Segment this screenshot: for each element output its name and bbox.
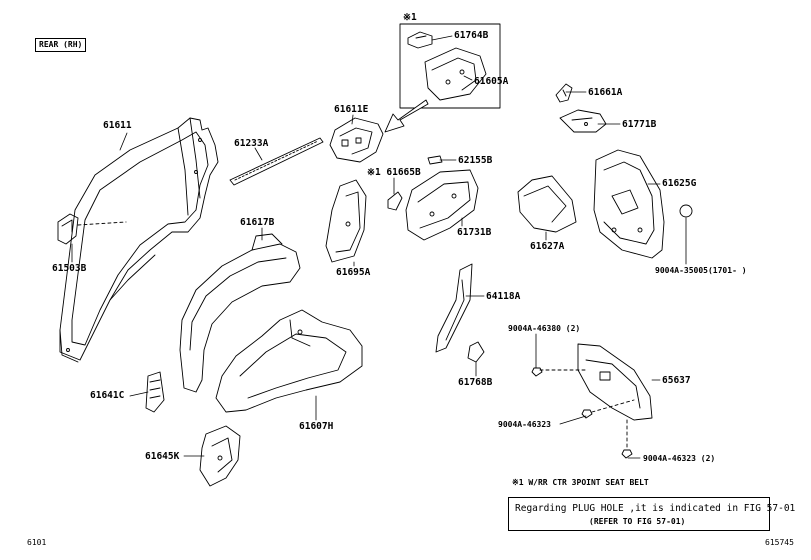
part-61661A-clip: [555, 83, 573, 103]
note-box: Regarding PLUG HOLE ,it is indicated in …: [508, 497, 795, 531]
part-61607H-wheelhouse: [215, 309, 363, 413]
part-61771B-bracket: [559, 109, 607, 133]
label-9004A-46323-b: 9004A-46323 (2): [643, 454, 716, 463]
bolt-icon: [531, 367, 543, 377]
label-61605A: 61605A: [474, 76, 509, 87]
part-61645K-bracket: [199, 425, 241, 487]
part-61611E-panel: [329, 117, 384, 163]
part-61665B-bracket: [387, 191, 403, 211]
label-61771B: 61771B: [622, 119, 657, 130]
note-line-1: Regarding PLUG HOLE ,it is indicated in …: [515, 503, 796, 514]
part-61617B-wheelhouse: [179, 233, 301, 393]
label-9004A-46380: 9004A-46380 (2): [508, 324, 581, 333]
label-61764B: 61764B: [454, 30, 489, 41]
label-61645K: 61645K: [145, 451, 180, 462]
label-61625G: 61625G: [662, 178, 697, 189]
label-9004A-46323-a: 9004A-46323: [498, 420, 551, 429]
part-61627A-panel: [517, 175, 577, 233]
part-61625G-panel: [593, 149, 665, 259]
bolt-icon: [621, 449, 633, 459]
label-61665B: ※1 61665B: [367, 167, 421, 178]
part-62155B-clip: [427, 155, 443, 165]
label-9004A-35005: 9004A-35005(1701- ): [655, 266, 747, 275]
footer-left-code: 6101: [27, 538, 47, 547]
footer-right-code: 615745: [765, 538, 794, 547]
note-line-2: (REFER TO FIG 57-01): [589, 517, 686, 526]
region-tag: REAR (RH): [35, 38, 87, 52]
part-65637-panel: [577, 343, 653, 421]
leader-lines: [71, 35, 687, 459]
label-65637: 65637: [662, 375, 691, 386]
label-61641C: 61641C: [90, 390, 125, 401]
label-64118A: 64118A: [486, 291, 521, 302]
plug-hole-icon: [679, 204, 693, 218]
footnote: ※1 W/RR CTR 3POINT SEAT BELT: [512, 478, 649, 487]
part-61611-quarter-panel: [59, 117, 219, 363]
label-61731B: 61731B: [457, 227, 492, 238]
part-61695A-pillar: [325, 179, 367, 263]
part-61768B-clip: [467, 341, 485, 363]
label-61695A: 61695A: [336, 267, 371, 278]
label-61233A: 61233A: [234, 138, 269, 149]
label-61503B: 61503B: [52, 263, 87, 274]
star-marker: ※1: [403, 12, 417, 23]
label-61617B: 61617B: [240, 217, 275, 228]
inset-box: [399, 23, 501, 109]
label-61768B: 61768B: [458, 377, 493, 388]
label-61611: 61611: [103, 120, 132, 131]
bolt-icon: [581, 409, 593, 419]
part-64118A-bar: [435, 263, 473, 353]
label-61611E: 61611E: [334, 104, 369, 115]
label-61607H: 61607H: [299, 421, 334, 432]
label-61627A: 61627A: [530, 241, 565, 252]
label-61661A: 61661A: [588, 87, 623, 98]
part-61233A-strip: [229, 137, 324, 186]
label-62155B: 62155B: [458, 155, 493, 166]
arrow-icon: [384, 99, 429, 133]
part-61641C-bracket: [145, 371, 165, 413]
part-61503B-bracket: [57, 213, 79, 245]
